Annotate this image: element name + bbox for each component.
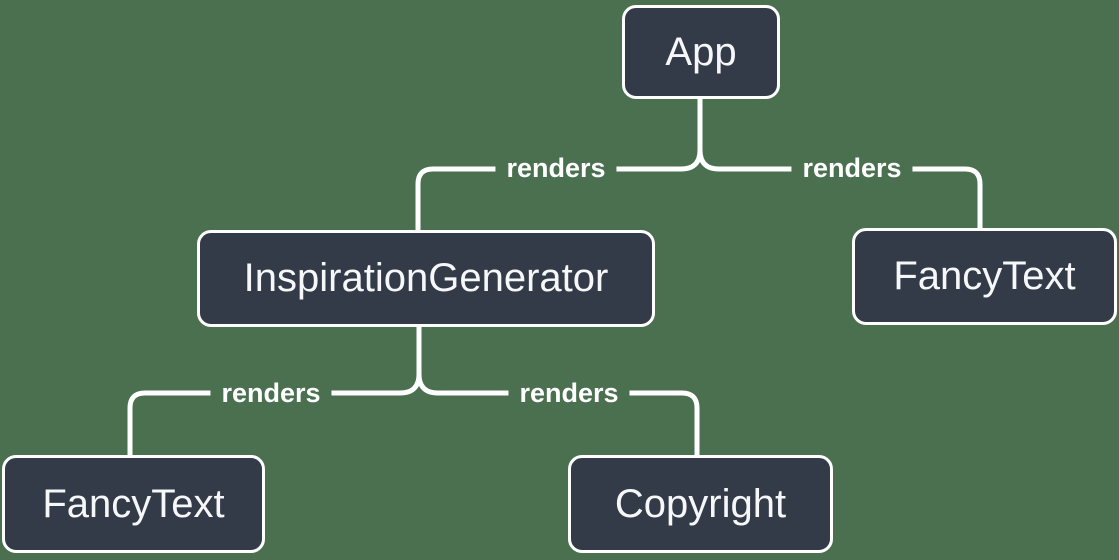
node-fancy-text-bottom-label: FancyText [42,481,225,526]
edge-label-renders: renders [791,149,913,187]
node-copyright: Copyright [568,455,833,553]
node-inspiration-generator: InspirationGenerator [197,230,655,327]
node-inspiration-generator-label: InspirationGenerator [243,256,609,300]
node-app: App [622,5,780,99]
edge-label-renders: renders [495,149,617,187]
node-fancy-text-bottom: FancyText [2,455,265,553]
edge-label-renders: renders [210,374,332,412]
node-copyright-label: Copyright [614,481,787,526]
edge-label-renders: renders [508,374,630,412]
node-fancy-text-top-label: FancyText [893,254,1076,298]
node-fancy-text-top: FancyText [852,228,1117,325]
node-app-label: App [665,29,737,74]
